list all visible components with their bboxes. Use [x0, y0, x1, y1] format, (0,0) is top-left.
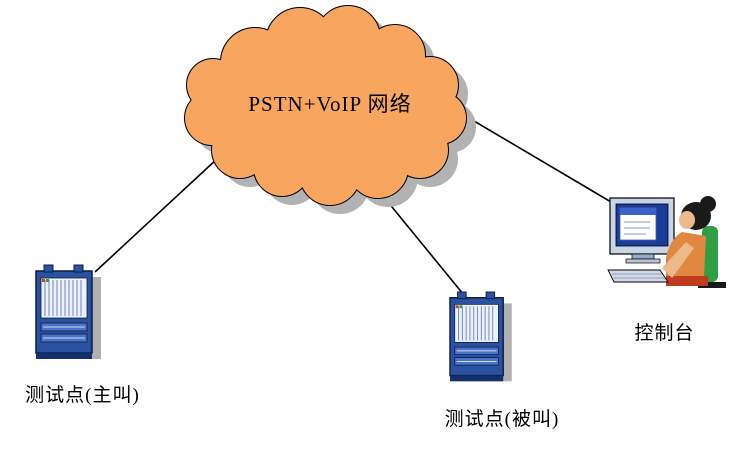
caller-rack-icon — [35, 264, 102, 360]
callee-rack-icon — [449, 291, 513, 383]
cloud-label: PSTN+VoIP 网络 — [248, 92, 412, 116]
callee-node-label: 测试点(被叫) — [444, 409, 560, 430]
operator-arm — [662, 242, 694, 278]
link-cloud-callee — [382, 195, 469, 301]
chair-base — [698, 282, 726, 288]
link-cloud-console — [451, 107, 629, 213]
operator-skirt — [666, 276, 708, 286]
caller-node-label: 测试点(主叫) — [25, 385, 140, 406]
monitor-stand — [631, 253, 655, 260]
operator-face — [679, 211, 695, 229]
keyboard — [607, 269, 669, 283]
connector-lines — [94, 107, 629, 301]
screen-window-titlebar — [620, 208, 656, 215]
console-operator-icon — [607, 196, 726, 288]
chair-back — [702, 226, 718, 282]
monitor-base — [625, 258, 661, 264]
console-node-label: 控制台 — [634, 323, 695, 344]
link-cloud-caller — [94, 157, 219, 273]
